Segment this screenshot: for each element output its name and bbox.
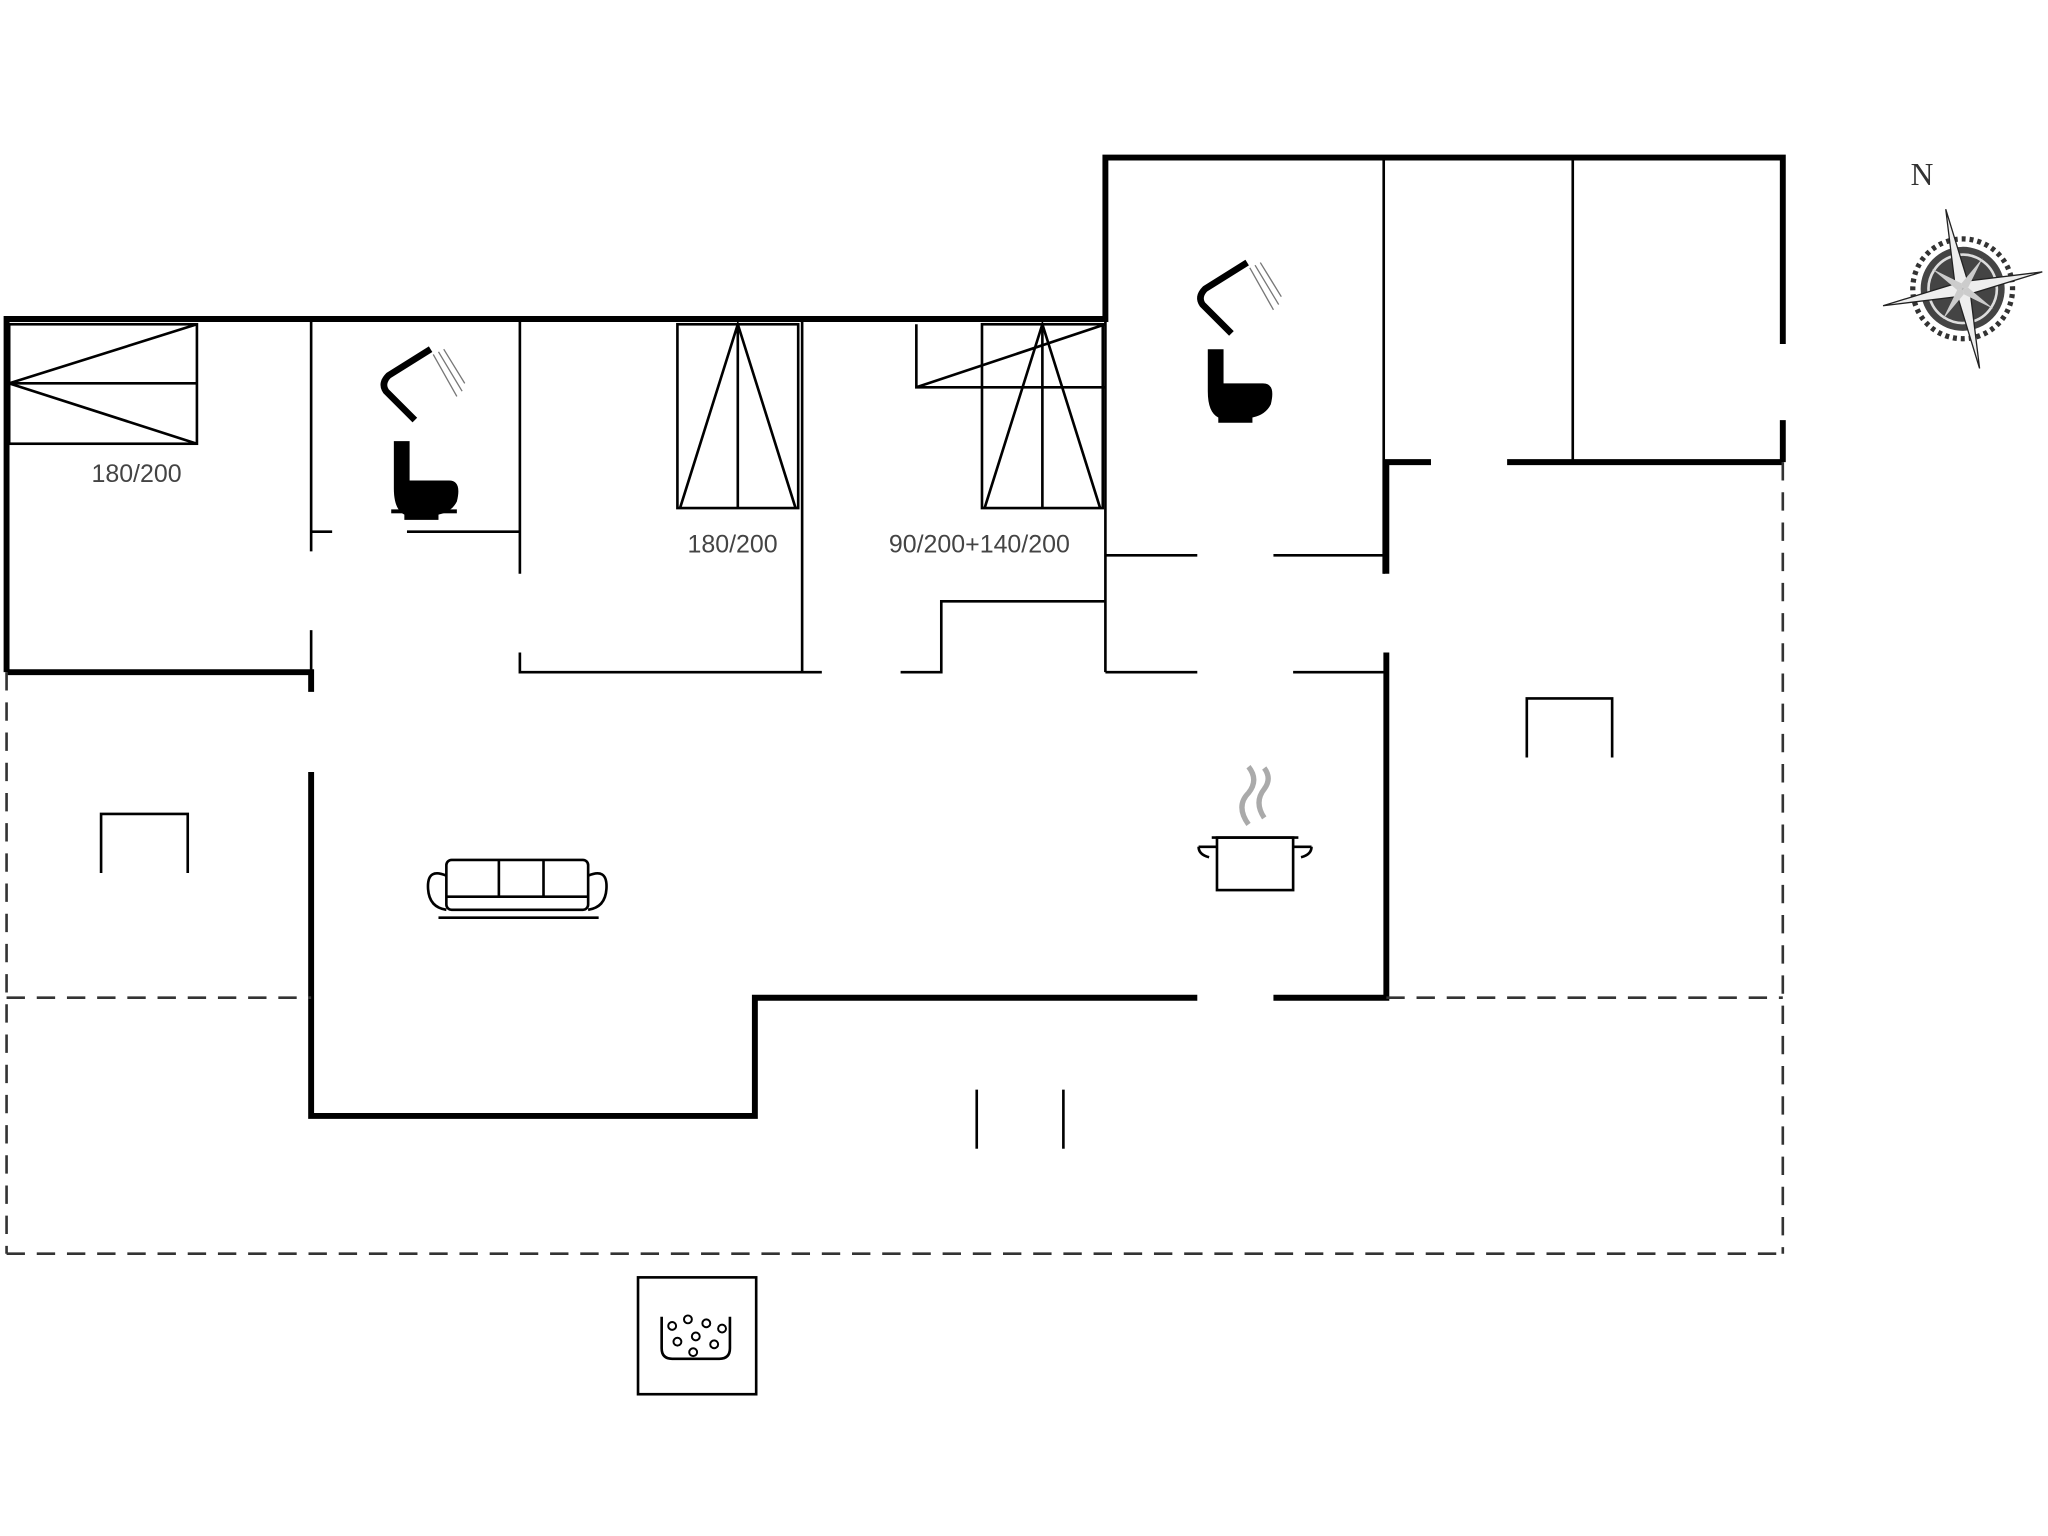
exterior-walls — [3, 154, 1786, 1119]
interior-walls — [309, 157, 1575, 674]
bed-size-label: 90/200+140/200 — [889, 531, 1070, 559]
bathroom-1-fixtures — [380, 346, 466, 520]
bed-2: 180/200 — [676, 319, 800, 559]
hot-tub-icon — [636, 1276, 758, 1396]
steps — [975, 1089, 1065, 1149]
shower-icon — [380, 346, 466, 423]
bathroom-2-fixtures — [1197, 259, 1282, 423]
sofa-icon — [426, 858, 608, 919]
shower-icon — [1197, 259, 1282, 336]
table-icon — [1525, 697, 1614, 758]
compass-rose-icon — [1882, 209, 2043, 369]
bed-1: 180/200 — [7, 322, 199, 488]
cooking-pot-icon — [1197, 765, 1313, 892]
bed-size-label: 180/200 — [91, 460, 181, 488]
compass: N — [1882, 157, 2043, 369]
toilet-icon — [1207, 349, 1273, 423]
bed-3: 90/200+140/200 — [889, 319, 1106, 559]
north-label: N — [1911, 157, 1934, 192]
table-icon — [99, 812, 190, 874]
toilet-icon — [391, 441, 459, 520]
terrace-outline — [5, 462, 1785, 1256]
bed-size-label: 180/200 — [687, 531, 777, 559]
